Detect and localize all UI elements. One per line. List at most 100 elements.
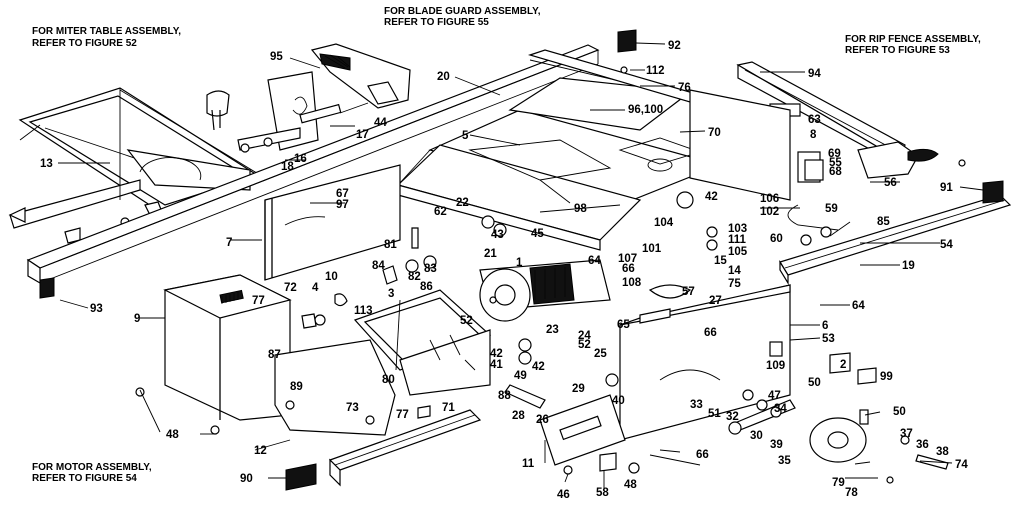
right-side-rail [779,180,1012,286]
reference-line: FOR BLADE GUARD ASSEMBLY, [384,6,541,17]
callout-number: 54 [940,239,953,251]
callout-number: 39 [770,439,783,451]
callout-number: 52 [578,339,591,351]
callout-number: 48 [624,479,637,491]
callout-number: 94 [808,68,821,80]
callout-number: 82 [408,271,421,283]
callout-number: 102 [760,206,779,218]
callout-number: 60 [770,233,783,245]
reference-line: FOR RIP FENCE ASSEMBLY, [845,34,981,45]
callout-number: 76 [678,82,691,94]
leader-lines [58,42,984,490]
callout-number: 108 [622,277,642,289]
callout-number: 55 [829,157,842,169]
callout-number: 104 [654,217,674,229]
callout-number: 71 [442,402,455,414]
small-hardware [39,29,949,484]
callout-number: 37 [900,428,913,440]
table-top [396,109,722,251]
callout-number: 83 [424,263,437,275]
front-rail [26,44,600,285]
callout-number: 56 [884,177,897,189]
callout-number: 88 [498,390,511,402]
callout-number: 86 [420,281,433,293]
handwheel [809,409,869,463]
callout-number: 16 [294,153,307,165]
reference-line: REFER TO FIGURE 52 [32,38,137,49]
callout-number: 113 [354,305,373,317]
callout-number: 79 [832,477,845,489]
callout-number: 41 [490,359,503,371]
callout-number: 65 [617,319,630,331]
callout-number: 21 [484,248,497,260]
callout-number: 34 [774,403,787,415]
callout-number: 93 [90,303,103,315]
callout-number: 96,100 [628,104,663,116]
callout-number: 107 [618,253,637,265]
callout-number: 47 [768,390,781,402]
callout-number: 35 [778,455,791,467]
callout-number: 101 [642,243,662,255]
callout-number: 78 [845,487,858,499]
callout-number: 8 [810,129,817,141]
callout-number: 11 [522,458,535,470]
callout-number: 80 [382,374,395,386]
callout-number: 14 [728,265,741,277]
callout-number: 84 [372,260,385,272]
callout-number: 59 [825,203,838,215]
motor-assembly [479,259,611,322]
miter-table-assembly [8,87,267,244]
callout-number: 62 [434,206,447,218]
callout-number: 51 [708,408,721,420]
callout-number: 28 [512,410,525,422]
callout-number: 109 [766,360,785,372]
callout-number: 63 [808,114,821,126]
callout-number: 103 [728,223,747,235]
callout-number: 40 [612,395,625,407]
callout-number: 66 [704,327,717,339]
reference-line: REFER TO FIGURE 55 [384,17,489,28]
callout-number: 73 [346,402,359,414]
callout-number: 3 [388,288,394,300]
callout-number: 36 [916,439,929,451]
callout-number: 112 [646,65,665,77]
reference-note-blade-guard: FOR BLADE GUARD ASSEMBLY, REFER TO FIGUR… [384,6,541,28]
callout-number: 70 [708,127,721,139]
callout-number: 69 [828,148,841,160]
callout-number: 17 [356,129,369,141]
callout-number: 97 [336,199,349,211]
callout-number: 7 [226,237,232,249]
callout-number: 24 [578,330,591,342]
callout-number: 43 [491,229,504,241]
callout-number: 30 [750,430,763,442]
callout-number: 22 [456,197,469,209]
callout-number: 15 [714,255,727,267]
callout-number: 111 [728,234,747,246]
callout-number: 106 [760,193,779,205]
callout-number: 42 [705,191,718,203]
reference-note-motor: FOR MOTOR ASSEMBLY, REFER TO FIGURE 54 [32,462,152,484]
callout-number: 87 [268,349,281,361]
callout-number: 89 [290,381,303,393]
callout-number: 45 [531,228,544,240]
callout-number: 5 [462,130,469,142]
callout-number: 10 [325,271,338,283]
callout-number: 95 [270,51,283,63]
callout-number: 18 [281,161,294,173]
splitter-bracket [237,71,369,153]
callout-number: 66 [622,263,635,275]
front-base-rail [285,409,482,491]
callout-number: 72 [284,282,297,294]
callout-number: 98 [574,203,587,215]
callout-number: 9 [134,313,140,325]
reference-note-miter-table: FOR MITER TABLE ASSEMBLY, REFER TO FIGUR… [32,26,181,49]
callout-number: 23 [546,324,559,336]
callout-number: 68 [829,166,842,178]
callout-number: 99 [880,371,893,383]
callout-number: 74 [955,459,968,471]
callout-number: 64 [588,255,601,267]
callout-number: 25 [594,348,607,360]
reference-note-rip-fence: FOR RIP FENCE ASSEMBLY, REFER TO FIGURE … [845,34,981,56]
callout-number: 26 [536,414,549,426]
